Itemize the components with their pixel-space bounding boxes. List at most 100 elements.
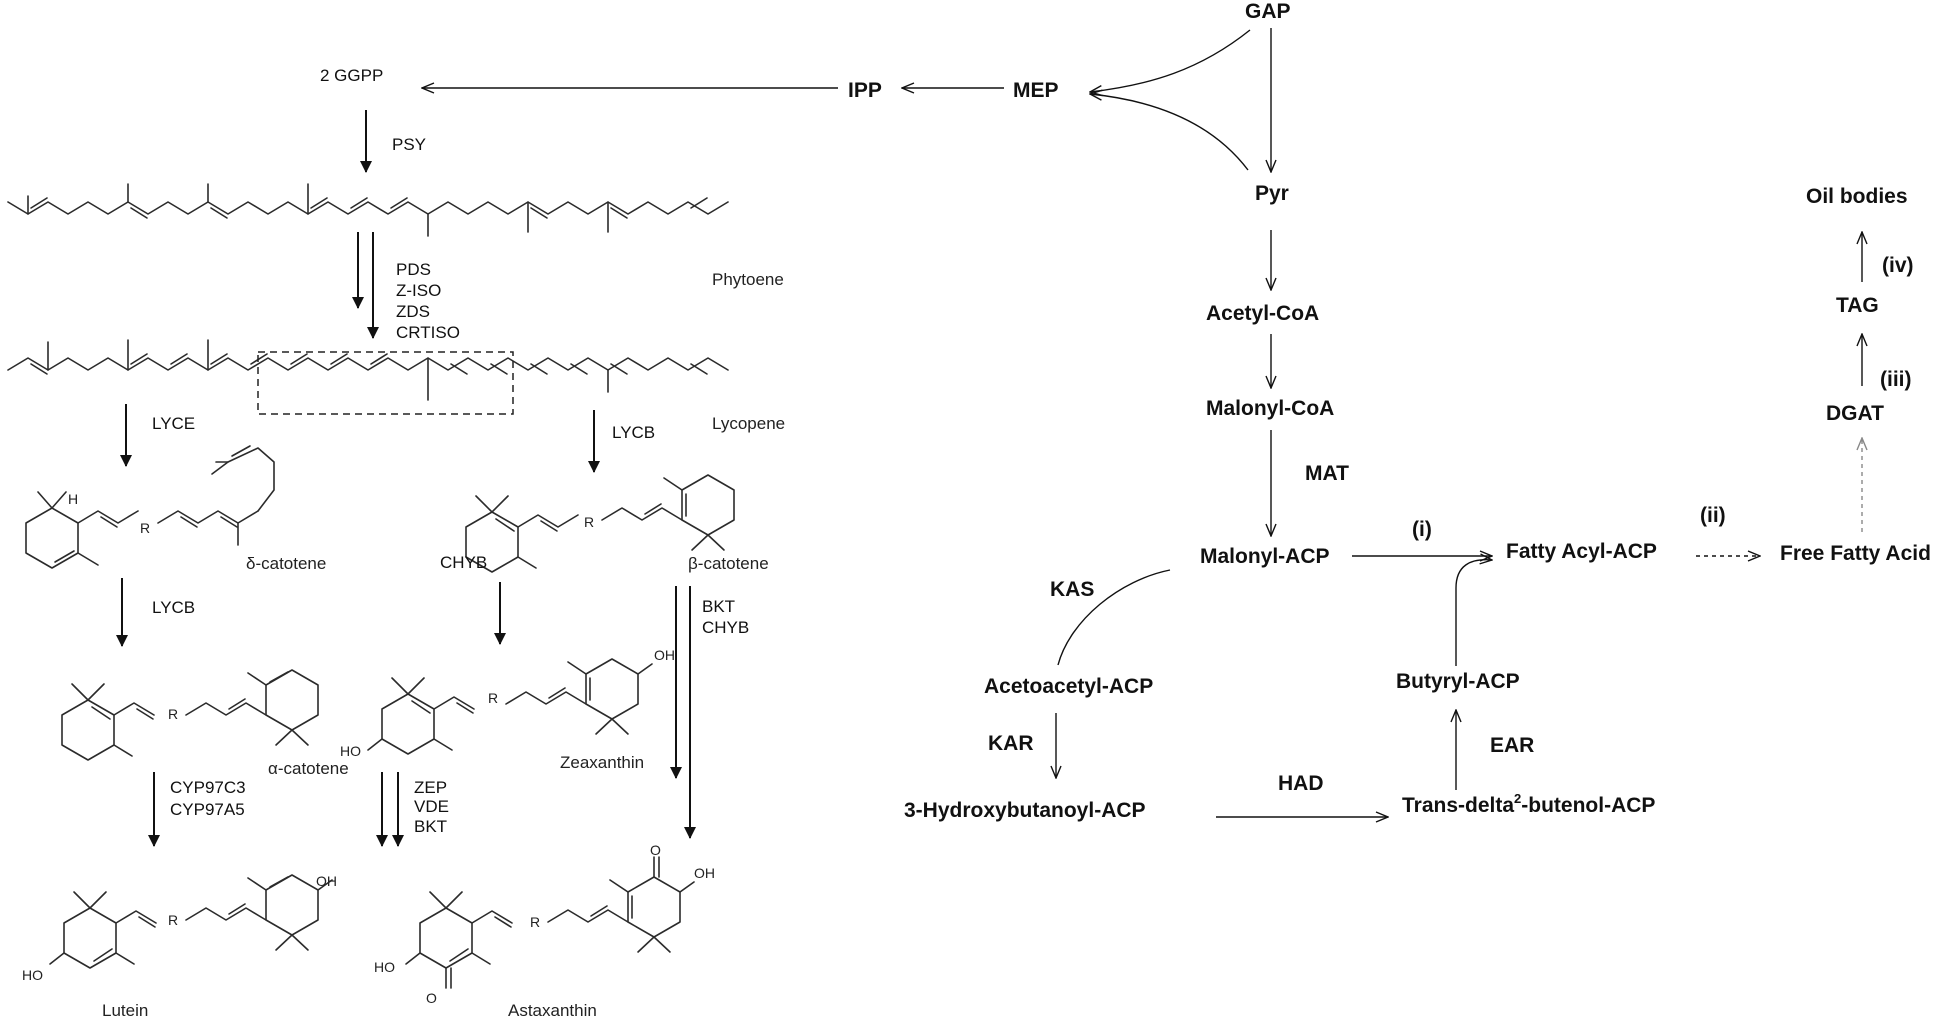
double-bond <box>390 197 408 209</box>
ear-label: EAR <box>1490 734 1534 757</box>
double-bond <box>450 363 468 375</box>
astaxanthin-label: Astaxanthin <box>508 1001 597 1020</box>
zeaxanthin-label: Zeaxanthin <box>560 753 644 772</box>
chyb-label: CHYB <box>440 553 487 572</box>
r-group-label: R <box>168 706 178 722</box>
double-bond <box>690 197 708 209</box>
h-atom-label: H <box>68 491 78 507</box>
double-bond <box>30 197 48 209</box>
ggpp-label: 2 GGPP <box>320 66 383 85</box>
r-group-label: R <box>488 690 498 706</box>
zeaxanthin-oh-label: OH <box>654 647 675 663</box>
malonyl-coa-label: Malonyl-CoA <box>1206 397 1334 420</box>
double-bond <box>610 363 628 375</box>
cyp97c3-label: CYP97C3 <box>170 778 246 797</box>
double-bond <box>570 363 588 375</box>
free-fatty-acid-label: Free Fatty Acid <box>1780 542 1931 565</box>
step-ii-label: (ii) <box>1700 504 1726 527</box>
pds-label: PDS <box>396 260 431 279</box>
z-iso-label: Z-ISO <box>396 281 441 300</box>
lyce-label: LYCE <box>152 414 195 433</box>
vde-label: VDE <box>414 797 449 816</box>
double-bond <box>370 353 388 365</box>
lutein-structure: R <box>49 874 333 969</box>
zds-label: ZDS <box>396 302 430 321</box>
mat-label: MAT <box>1305 462 1349 485</box>
butenol-acp-label: Trans-delta2-butenol-ACP <box>1402 791 1655 817</box>
astaxanthin-o-top-label: O <box>650 842 661 858</box>
fatty-acyl-acp-label: Fatty Acyl-ACP <box>1506 540 1657 563</box>
bkt-2-label: BKT <box>414 817 447 836</box>
double-bond <box>30 363 48 375</box>
gap-label: GAP <box>1245 0 1291 23</box>
mep-label: MEP <box>1013 79 1059 102</box>
ipp-label: IPP <box>848 79 882 102</box>
crtiso-label: CRTISO <box>396 323 460 342</box>
delta-carotene-label: δ-catotene <box>246 554 326 573</box>
bkt-label: BKT <box>702 597 735 616</box>
double-bond <box>610 207 628 219</box>
double-bond <box>530 207 548 219</box>
kar-label: KAR <box>988 732 1034 755</box>
double-bond <box>310 197 328 209</box>
double-bond <box>290 353 308 365</box>
double-bond <box>350 197 368 209</box>
tag-label: TAG <box>1836 294 1879 317</box>
gap-to-mep-curve <box>1090 29 1251 92</box>
cyp97a5-label: CYP97A5 <box>170 800 245 819</box>
butyryl-acp-label: Butyryl-ACP <box>1396 670 1520 693</box>
hydroxybutanoyl-acp-label: 3-Hydroxybutanoyl-ACP <box>904 799 1146 822</box>
lycb-right-label: LYCB <box>612 423 655 442</box>
astaxanthin-o-bottom-label: O <box>426 990 437 1006</box>
zeaxanthin-structure: R <box>367 658 653 755</box>
pyr-to-mep-curve <box>1090 94 1249 171</box>
phytoene-structure <box>7 201 729 215</box>
acetyl-coa-label: Acetyl-CoA <box>1206 302 1319 325</box>
lutein-ho-label: HO <box>22 967 43 983</box>
step-iv-label: (iv) <box>1882 254 1914 277</box>
double-bond <box>130 207 148 219</box>
step-i-label: (i) <box>1412 518 1432 541</box>
pyr-label: Pyr <box>1255 182 1289 205</box>
double-bond <box>530 363 548 375</box>
lycb-left-label: LYCB <box>152 598 195 617</box>
zeaxanthin-ho-label: HO <box>340 743 361 759</box>
chyb-2-label: CHYB <box>702 618 749 637</box>
r-group-label: R <box>168 912 178 928</box>
delta-carotene-structure: R <box>25 445 275 569</box>
conjugated-region-box <box>257 351 514 415</box>
double-bond <box>170 353 188 365</box>
double-bond <box>490 363 508 375</box>
psy-label: PSY <box>392 135 426 154</box>
double-bond <box>210 207 228 219</box>
had-label: HAD <box>1278 772 1324 795</box>
alpha-carotene-label: α-catotene <box>268 759 349 778</box>
kas-label: KAS <box>1050 578 1094 601</box>
lutein-label: Lutein <box>102 1001 148 1020</box>
zep-label: ZEP <box>414 778 447 797</box>
butyryl-to-fattyacyl-arrow <box>1455 560 1492 666</box>
acetoacetyl-acp-label: Acetoacetyl-ACP <box>984 675 1153 698</box>
lutein-oh-label: OH <box>316 873 337 889</box>
alpha-carotene-structure: R <box>61 669 319 761</box>
lycopene-structure <box>7 357 729 371</box>
astaxanthin-structure: R <box>405 856 695 989</box>
astaxanthin-oh-label: OH <box>694 865 715 881</box>
dgat-label: DGAT <box>1826 402 1884 425</box>
beta-carotene-label: β-catotene <box>688 554 769 573</box>
double-bond <box>130 353 148 365</box>
phytoene-label: Phytoene <box>712 270 784 289</box>
kas-curve <box>1057 569 1171 666</box>
lycopene-label: Lycopene <box>712 414 785 433</box>
beta-carotene-structure: R <box>465 474 735 573</box>
oil-bodies-label: Oil bodies <box>1806 185 1908 208</box>
double-bond <box>330 353 348 365</box>
r-group-label: R <box>140 520 150 536</box>
step-iii-label: (iii) <box>1880 368 1912 391</box>
double-bond <box>210 353 228 365</box>
r-group-label: R <box>530 914 540 930</box>
r-group-label: R <box>584 514 594 530</box>
astaxanthin-ho-label: HO <box>374 959 395 975</box>
double-bond <box>690 363 708 375</box>
